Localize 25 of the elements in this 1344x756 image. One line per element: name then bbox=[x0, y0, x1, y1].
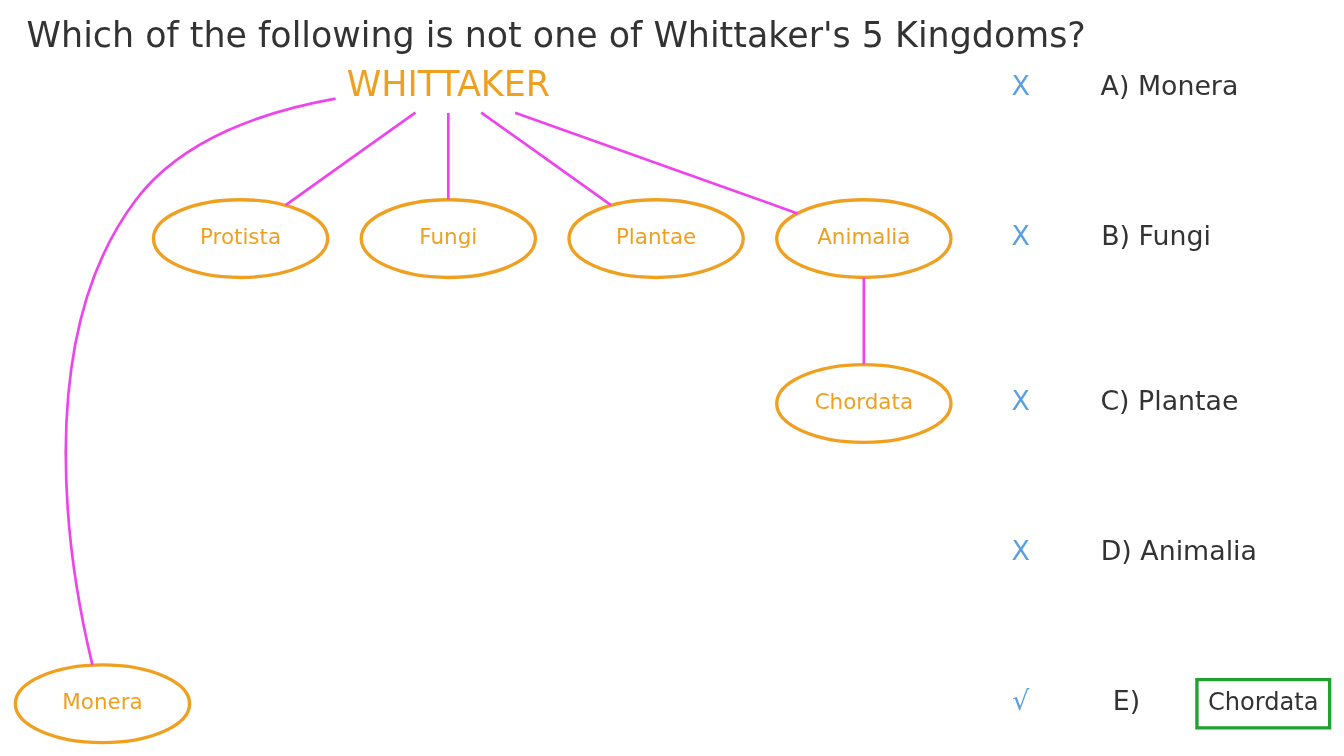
label: A) Monera bbox=[1100, 69, 1238, 101]
node-ellipse: Animalia bbox=[774, 198, 953, 280]
connector bbox=[284, 111, 416, 207]
node-text: WHITTAKER bbox=[346, 64, 550, 105]
node-ellipse: Chordata bbox=[774, 362, 953, 444]
label: √ bbox=[1011, 685, 1029, 717]
label: B) Fungi bbox=[1100, 220, 1211, 252]
label: X bbox=[1010, 220, 1030, 252]
node-ellipse: Monera bbox=[13, 663, 191, 745]
connector bbox=[446, 112, 450, 200]
connector bbox=[64, 97, 336, 666]
diagram-title: Which of the following is not one of Whittaker's 5 Kingdoms? bbox=[26, 14, 1086, 55]
connector bbox=[514, 111, 798, 215]
node-ellipse: Fungi bbox=[359, 198, 537, 280]
label: X bbox=[1010, 69, 1030, 101]
label: E) bbox=[1112, 685, 1140, 717]
node-ellipse: Plantae bbox=[566, 198, 745, 280]
node-ellipse: Protista bbox=[151, 198, 329, 280]
label: X bbox=[1010, 535, 1030, 567]
node-box: Chordata bbox=[1194, 677, 1331, 730]
label: D) Animalia bbox=[1100, 535, 1257, 567]
label: C) Plantae bbox=[1099, 385, 1239, 417]
label: X bbox=[1010, 385, 1030, 417]
connector bbox=[862, 277, 865, 365]
connector bbox=[479, 111, 612, 207]
